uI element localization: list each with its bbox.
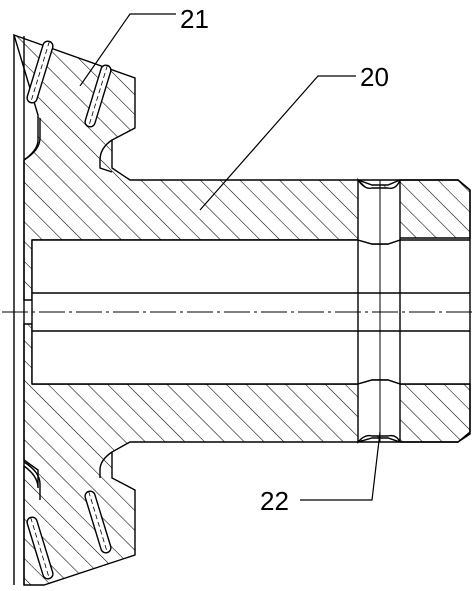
label-22: 22 (260, 486, 289, 516)
groove (357, 177, 471, 444)
leader-22 (300, 431, 381, 501)
leader-lines (79, 13, 381, 501)
lower-holes (26, 490, 112, 580)
label-21: 21 (180, 4, 209, 34)
label-20: 20 (360, 62, 389, 92)
outline (13, 35, 113, 585)
leader-21 (79, 13, 176, 87)
upper-holes (26, 40, 112, 128)
leader-20 (199, 75, 356, 211)
